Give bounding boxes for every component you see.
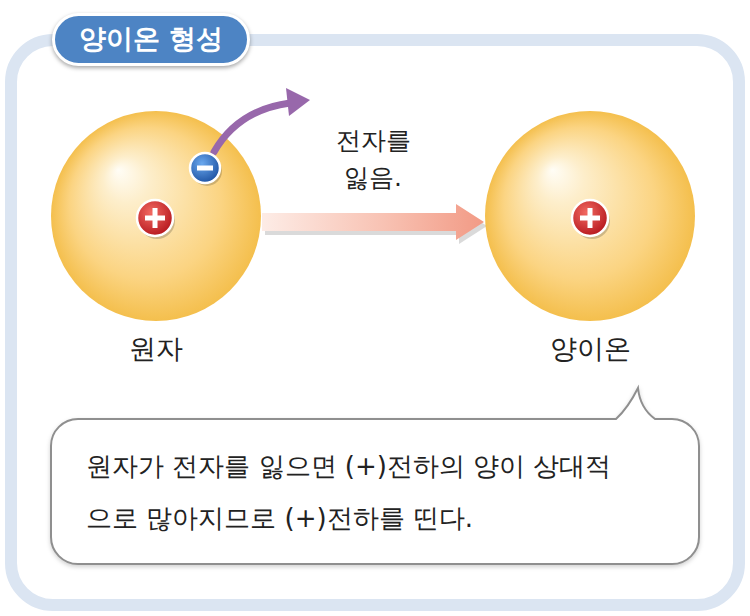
atom-circle: 양이온 — [484, 110, 696, 366]
nucleus-symbol — [572, 200, 608, 236]
arrow-head — [286, 88, 310, 116]
atom-body — [485, 111, 695, 321]
circle-shape — [484, 110, 696, 322]
circle-shape — [50, 110, 262, 322]
panel-frame — [11, 40, 739, 605]
bubble-outline — [51, 388, 699, 564]
title-text: 양이온 형성 — [79, 23, 223, 54]
bubble-shape — [50, 418, 700, 565]
plus-sign — [588, 208, 593, 228]
transition-arrow — [262, 204, 487, 244]
explanation-text: 원자가 전자를 잃으면 (+)전하의 양이 상대적 으로 많아지므로 (+)전하… — [86, 440, 664, 544]
electron-symbol — [190, 153, 220, 183]
plus-sign — [153, 208, 158, 228]
atom-label: 양이온 — [484, 332, 696, 366]
edge-label-box: 전자를 잃음. — [325, 122, 421, 196]
title-tab: 양이온 형성 — [52, 13, 250, 66]
atom-circle: 원자 — [50, 110, 262, 366]
nucleus-symbol — [137, 200, 173, 236]
arrow-body — [262, 204, 484, 240]
speech-bubble: 원자가 전자를 잃으면 (+)전하의 양이 상대적 으로 많아지므로 (+)전하… — [50, 418, 700, 565]
minus-sign — [197, 166, 213, 171]
edge-label: 전자를 잃음. — [325, 122, 421, 196]
atom-body — [51, 111, 261, 321]
atom-label: 원자 — [50, 332, 262, 366]
